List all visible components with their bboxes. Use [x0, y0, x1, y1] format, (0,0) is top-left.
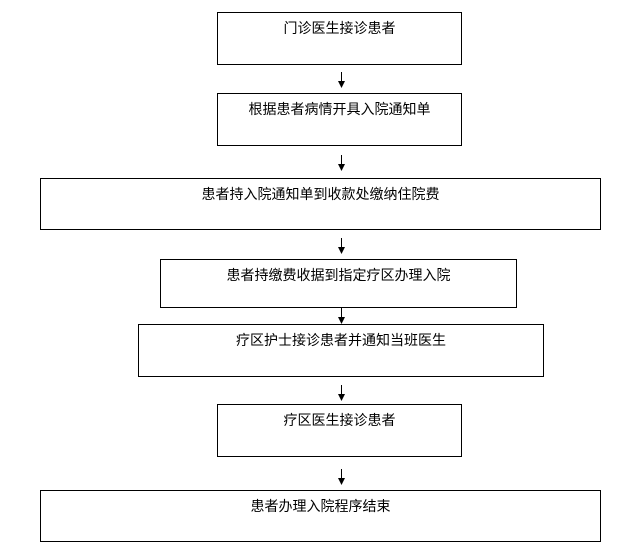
step-label-5: 疗区护士接诊患者并通知当班医生	[236, 333, 446, 349]
step-label-1: 门诊医生接诊患者	[283, 21, 396, 37]
step-box-4: 患者持缴费收据到指定疗区办理入院	[160, 259, 517, 308]
step-label-2: 根据患者病情开具入院通知单	[248, 102, 431, 118]
flow-arrow-1	[337, 72, 346, 88]
step-label-6: 疗区医生接诊患者	[283, 413, 396, 429]
step-box-2: 根据患者病情开具入院通知单	[217, 93, 462, 146]
step-box-7: 患者办理入院程序结束	[40, 490, 601, 542]
step-box-1: 门诊医生接诊患者	[217, 12, 462, 65]
step-box-3: 患者持入院通知单到收款处缴纳住院费	[40, 178, 601, 230]
step-box-6: 疗区医生接诊患者	[217, 404, 462, 457]
step-label-7: 患者办理入院程序结束	[250, 499, 391, 515]
step-label-3: 患者持入院通知单到收款处缴纳住院费	[201, 187, 440, 203]
flow-arrow-2	[337, 155, 346, 171]
flow-arrow-6	[337, 469, 346, 485]
flow-arrow-5	[337, 385, 346, 401]
step-label-4: 患者持缴费收据到指定疗区办理入院	[226, 268, 451, 284]
flow-arrow-4	[337, 308, 346, 324]
flow-arrow-3	[337, 238, 346, 254]
step-box-5: 疗区护士接诊患者并通知当班医生	[138, 324, 544, 377]
